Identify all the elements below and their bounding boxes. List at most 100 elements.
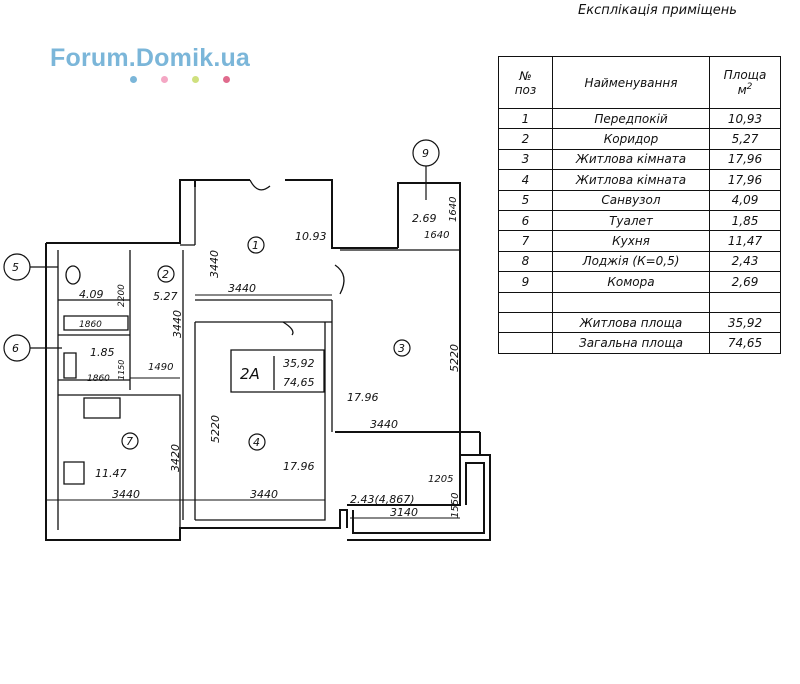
door-arc-r1: [249, 179, 271, 191]
row-area: 2,43: [709, 250, 781, 273]
room-3-num: 3: [398, 342, 405, 355]
room-num-circle-4: [248, 433, 266, 451]
row-name: Туалет: [552, 209, 710, 232]
door-arc-r3: [334, 264, 345, 295]
room-1-num: 1: [252, 239, 259, 252]
row-area: 10,93: [709, 107, 781, 130]
header-num-line1: №: [519, 68, 532, 83]
wc: [63, 352, 77, 379]
logo-dot-4: [223, 76, 230, 83]
room-1-area: 10.93: [295, 230, 327, 243]
bathtub: [63, 315, 129, 331]
apartment-total-area: 74,65: [283, 376, 315, 389]
wall-r3-bottom: [335, 431, 481, 455]
apartment-label: 2А: [240, 365, 260, 383]
row-name: Житлова кімната: [552, 148, 710, 171]
room-4-area: 17.96: [283, 460, 315, 473]
apt-label-box: [230, 349, 325, 393]
header-num: № поз: [498, 56, 553, 109]
dim-3440-r3: 3440: [370, 418, 398, 431]
toilet-bowl: [65, 265, 81, 285]
room-num-circle-2: [157, 265, 175, 283]
header-area-line1: Площа: [723, 68, 767, 82]
kitchen-box: [58, 394, 181, 528]
header-area: Площа м2: [709, 56, 781, 109]
dim-3140: 3140: [390, 506, 418, 519]
logo-dots: [130, 76, 250, 83]
dim-1640-vertical: 1640: [448, 197, 459, 222]
interior-wall-corridor: [182, 250, 332, 520]
loggia-inner: [352, 462, 485, 534]
row-area: 1,85: [709, 209, 781, 232]
room-8-area: 2.43(4,867): [350, 493, 415, 506]
header-area-unit: м: [737, 83, 747, 97]
dim-1150: 1150: [117, 360, 126, 380]
site-logo: Forum.Domik.ua: [50, 44, 250, 83]
logo-dot-2: [161, 76, 168, 83]
dim-3440-r1: 3440: [228, 282, 256, 295]
header-area-sup: 2: [746, 82, 753, 92]
table-spacer-row: [498, 291, 781, 313]
logo-text: Forum.Domik.ua: [50, 44, 251, 72]
dim-2200: 2200: [117, 284, 127, 307]
total-area: 74,65: [709, 332, 781, 354]
room-6-area: 1.85: [90, 346, 115, 359]
dim-3420: 3420: [169, 444, 182, 472]
room-5-area: 4.09: [79, 288, 104, 301]
interior-wall-r1: [180, 187, 196, 246]
dim-1490: 1490: [148, 362, 173, 373]
closet-wall: [397, 182, 461, 455]
dim-5220-r4: 5220: [209, 415, 222, 443]
top-wall-r1: [195, 179, 398, 249]
loggia: [347, 454, 491, 541]
logo-dot-3: [192, 76, 199, 83]
room-7-num: 7: [126, 435, 133, 448]
dim-3440-r2-vertical: 3440: [171, 310, 184, 338]
dim-5220-r3: 5220: [448, 344, 461, 372]
apartment-living-area: 35,92: [283, 357, 315, 370]
stove: [63, 461, 85, 485]
table-header-row: № поз Найменування Площа м2: [498, 56, 781, 109]
callout-9-label: 9: [422, 147, 429, 160]
dim-wc-length: 1860: [87, 374, 110, 384]
dim-bath-length: 1860: [79, 320, 102, 330]
dim-3440-r4: 3440: [250, 488, 278, 501]
row-name: Житлова кімната: [552, 169, 710, 191]
outer-wall-top: [46, 179, 196, 244]
outer-wall: [45, 243, 348, 541]
door-arc-r4: [282, 321, 294, 336]
dim-1640-horizontal: 1640: [424, 230, 449, 241]
sink: [83, 397, 121, 419]
interior-wall-r4: [194, 322, 326, 521]
room-num-circle-7: [121, 432, 139, 450]
explication-title: Експлікація приміщень: [578, 3, 737, 18]
room-2-area: 5.27: [153, 290, 178, 303]
dim-3440-r7: 3440: [112, 488, 140, 501]
callout-6-label: 6: [12, 342, 19, 355]
row-area: 11,47: [709, 230, 781, 252]
room-num-circle-3: [393, 339, 411, 357]
total-num: [498, 332, 553, 354]
room-num-circle-1: [247, 236, 265, 254]
room-3-area: 17.96: [347, 391, 379, 404]
dim-1205: 1205: [428, 474, 453, 485]
room-9-area: 2.69: [412, 212, 437, 225]
room-2-num: 2: [162, 268, 169, 281]
callout-5-label: 5: [12, 261, 19, 274]
interior-wall-bath: [58, 250, 131, 390]
room-7-area: 11.47: [95, 467, 127, 480]
total-name: Загальна площа: [552, 332, 710, 354]
dim-3440-r1-vertical: 3440: [208, 250, 221, 278]
header-num-line2: поз: [514, 82, 537, 97]
interior-wall-r3: [331, 249, 460, 432]
